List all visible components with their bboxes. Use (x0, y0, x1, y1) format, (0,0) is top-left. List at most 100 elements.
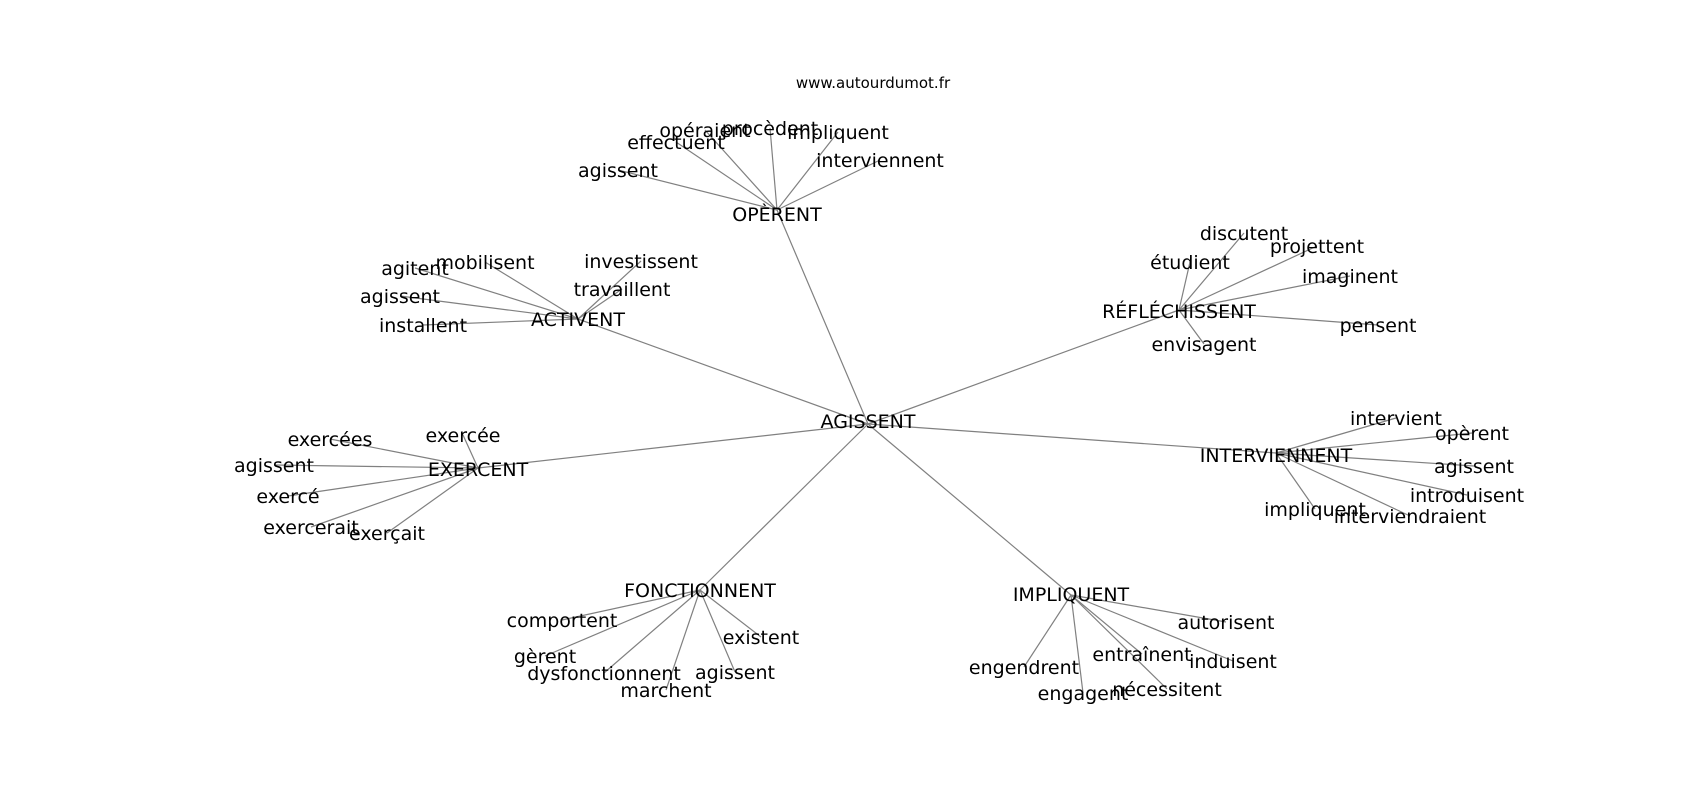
edge-center-h5 (867, 423, 1277, 454)
word-node-h7-w5[interactable]: engagent (1038, 683, 1129, 705)
word-node-h6-w6[interactable]: existent (723, 627, 799, 649)
word-node-h7-w1[interactable]: autorisent (1178, 612, 1275, 634)
edge-h2-w6 (577, 288, 623, 320)
edge-h6-w4 (665, 589, 701, 691)
word-node-h5-w6[interactable]: interviendraient (1334, 506, 1487, 528)
word-node-h3-w6[interactable]: envisagent (1151, 334, 1256, 356)
word-node-h3-w4[interactable]: imaginent (1302, 266, 1398, 288)
hub-node-h3[interactable]: RÉFLÉCHISSENT (1102, 300, 1256, 323)
word-node-h5-w2[interactable]: opèrent (1435, 423, 1509, 445)
edge-h2-w4 (422, 318, 579, 326)
edge-h7-w3 (1070, 594, 1234, 662)
word-node-h2-w6[interactable]: travaillent (574, 279, 671, 301)
hub-node-h7[interactable]: IMPLIQUENT (1013, 584, 1130, 606)
hub-node-h5[interactable]: INTERVIENNENT (1200, 445, 1353, 467)
edge-h1-w6 (776, 159, 881, 211)
word-node-h4-w4[interactable]: exercé (256, 486, 319, 508)
source-credit: www.autourdumot.fr (796, 74, 951, 92)
edge-h4-w1 (329, 438, 479, 469)
word-node-h4-w5[interactable]: exercerait (263, 517, 358, 539)
word-node-h1-w1[interactable]: agissent (578, 160, 658, 182)
edge-h4-w6 (386, 467, 479, 534)
word-node-h4-w3[interactable]: agissent (234, 455, 314, 477)
edge-h2-w2 (414, 267, 579, 320)
edge-h7-w1 (1070, 594, 1227, 623)
word-node-h1-w5[interactable]: impliquent (787, 122, 889, 144)
edge-center-h2 (577, 318, 869, 425)
edge-center-h3 (867, 309, 1180, 425)
edge-h3-w4 (1178, 275, 1351, 311)
graph-edges (273, 127, 1475, 694)
edge-h5-w2 (1275, 432, 1473, 454)
edge-center-h7 (867, 423, 1072, 596)
edge-h4-w2 (462, 434, 479, 469)
edge-h3-w5 (1178, 309, 1379, 326)
edge-h2-w1 (484, 261, 579, 320)
edge-h6-w1 (561, 589, 701, 621)
graph-labels: agissenteffectuentopéraientprocèdentimpl… (234, 118, 1524, 705)
word-node-h6-w1[interactable]: comportent (507, 610, 618, 632)
edge-h1-w1 (617, 169, 778, 211)
edge-h3-w3 (1178, 245, 1318, 311)
word-node-h6-w2[interactable]: gèrent (514, 646, 576, 668)
word-node-h2-w3[interactable]: agissent (360, 286, 440, 308)
word-node-h2-w4[interactable]: installent (379, 315, 467, 337)
word-node-h5-w3[interactable]: agissent (1434, 456, 1514, 478)
edge-h6-w2 (544, 589, 701, 657)
word-node-h3-w2[interactable]: étudient (1150, 252, 1230, 274)
edge-h4-w4 (287, 467, 479, 497)
edge-h1-w2 (675, 141, 778, 211)
word-node-h7-w2[interactable]: entraînent (1092, 644, 1191, 666)
word-node-h6-w3[interactable]: dysfonctionnent (527, 663, 681, 685)
edge-h2-w3 (399, 295, 579, 320)
edge-center-h1 (776, 209, 869, 425)
word-node-h1-w6[interactable]: interviennent (816, 150, 944, 172)
word-node-h4-w1[interactable]: exercées (288, 429, 373, 451)
word-node-h2-w5[interactable]: investissent (584, 251, 698, 273)
edge-h1-w4 (769, 127, 778, 211)
word-node-h5-w1[interactable]: intervient (1350, 408, 1442, 430)
edge-h4-w5 (310, 467, 479, 528)
word-node-h3-w3[interactable]: projettent (1270, 236, 1364, 258)
word-node-h5-w5[interactable]: impliquent (1264, 499, 1366, 521)
edge-h5-w3 (1275, 452, 1475, 467)
edge-h5-w4 (1275, 452, 1468, 496)
edge-h3-w1 (1178, 232, 1245, 311)
hub-node-h6[interactable]: FONCTIONNENT (624, 580, 776, 602)
edge-h7-w4 (1070, 594, 1168, 690)
edge-center-h4 (477, 423, 869, 469)
hub-node-h4[interactable]: EXERCENT (428, 459, 529, 481)
word-node-h4-w2[interactable]: exercée (426, 425, 501, 447)
edge-h7-w5 (1070, 594, 1084, 694)
word-node-h6-w5[interactable]: agissent (695, 662, 775, 684)
edge-center-h6 (699, 423, 869, 591)
edge-h7-w2 (1070, 594, 1143, 655)
edge-h3-w6 (1178, 309, 1205, 345)
edge-h1-w5 (776, 131, 839, 211)
word-node-h3-w5[interactable]: pensent (1340, 315, 1417, 337)
word-node-h2-w1[interactable]: mobilisent (435, 252, 534, 274)
edge-h1-w3 (704, 129, 778, 211)
word-node-h2-w2[interactable]: agitent (381, 258, 449, 280)
edge-h6-w3 (603, 589, 701, 674)
hub-node-h1[interactable]: OPÈRENT (732, 203, 822, 226)
word-node-h1-w2[interactable]: effectuent (627, 132, 725, 154)
edge-h5-w5 (1275, 452, 1316, 510)
hub-node-h2[interactable]: ACTIVENT (531, 309, 625, 331)
center-node[interactable]: AGISSENT (821, 411, 916, 433)
edge-h5-w6 (1275, 452, 1411, 517)
edge-h6-w5 (699, 589, 736, 673)
word-node-h1-w3[interactable]: opéraient (659, 120, 750, 142)
word-node-h1-w4[interactable]: procèdent (722, 118, 818, 140)
word-node-h5-w4[interactable]: introduisent (1410, 485, 1524, 507)
word-node-h7-w4[interactable]: nécessitent (1112, 679, 1222, 701)
word-node-h7-w3[interactable]: induisent (1189, 651, 1277, 673)
word-node-h4-w6[interactable]: exerçait (349, 523, 425, 545)
edge-h5-w1 (1275, 417, 1397, 454)
word-node-h6-w4[interactable]: marchent (620, 680, 711, 702)
word-node-h3-w1[interactable]: discutent (1200, 223, 1288, 245)
word-node-h7-w6[interactable]: engendrent (969, 657, 1079, 679)
edge-h2-w5 (577, 260, 642, 320)
edge-h7-w6 (1023, 594, 1072, 668)
